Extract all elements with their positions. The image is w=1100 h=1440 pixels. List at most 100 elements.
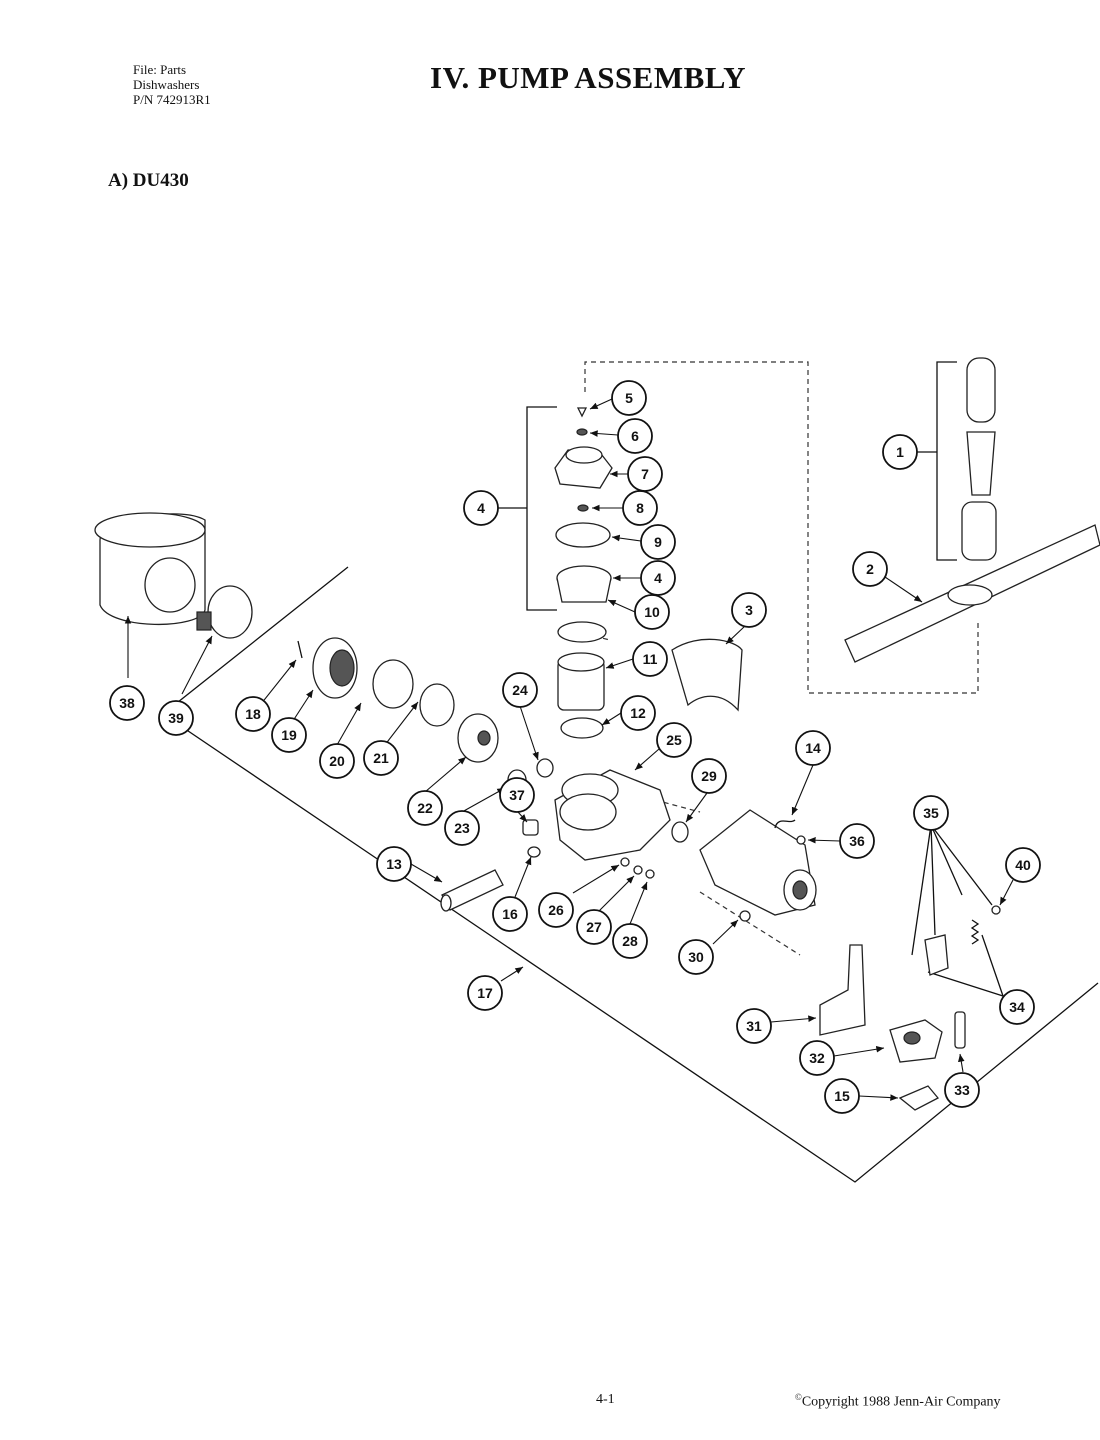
dashed-group-boundary — [584, 361, 979, 694]
callout-19: 19 — [271, 717, 307, 753]
spray-arm-2-part — [844, 524, 1100, 663]
category-line: Dishwashers — [133, 77, 200, 92]
svg-text:31: 31 — [746, 1018, 762, 1034]
svg-text:40: 40 — [1015, 857, 1031, 873]
screw-5-part — [576, 407, 588, 418]
svg-text:18: 18 — [245, 706, 261, 722]
callout-31: 31 — [736, 1008, 772, 1044]
svg-text:39: 39 — [168, 710, 184, 726]
lever-35-part — [924, 934, 949, 976]
callout-16: 16 — [492, 896, 528, 932]
svg-text:5: 5 — [625, 390, 633, 406]
clamp-12-part — [560, 717, 604, 739]
callout-38: 38 — [109, 685, 145, 721]
part-number-line: P/N 742913R1 — [133, 92, 211, 107]
callout-26: 26 — [538, 892, 574, 928]
shield-3-part — [671, 638, 743, 712]
svg-text:9: 9 — [654, 534, 662, 550]
tower-11-part — [557, 652, 605, 711]
callout-8: 8 — [622, 490, 658, 526]
callout-39: 39 — [158, 700, 194, 736]
screw-30-part — [739, 910, 751, 922]
copyright-mark: © — [795, 1392, 802, 1402]
leader-lines — [124, 398, 1014, 1101]
callout-24: 24 — [502, 672, 538, 708]
callout-5: 5 — [611, 380, 647, 416]
svg-text:7: 7 — [641, 466, 649, 482]
tube-1-part — [961, 357, 997, 561]
plunger-33-part — [954, 1011, 966, 1049]
file-line: File: Parts — [133, 62, 187, 77]
callout-10: 10 — [634, 594, 670, 630]
callout-20: 20 — [319, 743, 355, 779]
pump-housing-25-part — [554, 769, 671, 861]
callout-28: 28 — [612, 923, 648, 959]
svg-text:37: 37 — [509, 787, 525, 803]
wire-14-part — [774, 819, 796, 829]
plug-37-part — [522, 819, 539, 836]
gasket-9-part — [555, 522, 611, 548]
svg-text:15: 15 — [834, 1088, 850, 1104]
svg-text:16: 16 — [502, 906, 518, 922]
ring-20-part — [372, 659, 414, 709]
svg-text:32: 32 — [809, 1050, 825, 1066]
washer-27-part — [633, 865, 643, 875]
svg-text:20: 20 — [329, 753, 345, 769]
section-label: A) DU430 — [108, 170, 189, 191]
callout-9: 9 — [640, 524, 676, 560]
bracket-31-part — [819, 944, 866, 1036]
svg-text:14: 14 — [805, 740, 821, 756]
svg-text:25: 25 — [666, 732, 682, 748]
svg-text:29: 29 — [701, 768, 717, 784]
nut-29-part — [671, 821, 689, 843]
svg-text:11: 11 — [643, 651, 658, 667]
callout-17: 17 — [467, 975, 503, 1011]
ring-21-part — [419, 683, 455, 727]
gasket-10-part — [557, 621, 607, 643]
svg-text:27: 27 — [586, 919, 602, 935]
svg-text:12: 12 — [630, 705, 646, 721]
screw-36-part — [796, 835, 806, 845]
manifold-4-part — [556, 565, 612, 603]
copyright-notice: ©Copyright 1988 Jenn-Air Company — [795, 1392, 1001, 1411]
svg-text:19: 19 — [281, 727, 297, 743]
callout-3: 3 — [731, 592, 767, 628]
washer-26-part — [620, 857, 630, 867]
svg-text:35: 35 — [923, 805, 939, 821]
svg-text:34: 34 — [1009, 999, 1025, 1015]
callout-23: 23 — [444, 810, 480, 846]
clip-16-part — [527, 846, 541, 858]
svg-text:36: 36 — [849, 833, 865, 849]
callout-40: 40 — [1005, 847, 1041, 883]
callout-35: 35 — [913, 795, 949, 831]
screw-part — [297, 640, 303, 659]
callout-6: 6 — [617, 418, 653, 454]
spring-34-part — [970, 919, 980, 945]
callout-25: 25 — [656, 722, 692, 758]
callout-13: 13 — [376, 846, 412, 882]
svg-text:33: 33 — [954, 1082, 970, 1098]
motor-part — [699, 809, 817, 916]
svg-text:21: 21 — [373, 750, 389, 766]
callout-18: 18 — [235, 696, 271, 732]
hub-7-part — [554, 446, 613, 489]
callout-32: 32 — [799, 1040, 835, 1076]
page-title: IV. PUMP ASSEMBLY — [430, 60, 747, 95]
sump-housing-part — [94, 512, 206, 626]
callout-37: 37 — [499, 777, 535, 813]
callout-27: 27 — [576, 909, 612, 945]
callout-29: 29 — [691, 758, 727, 794]
impeller-22-part — [457, 713, 499, 763]
callout-7: 7 — [627, 456, 663, 492]
callout-1: 1 — [882, 434, 918, 470]
solenoid-32-part — [889, 1019, 943, 1063]
svg-text:4: 4 — [654, 570, 662, 586]
svg-text:28: 28 — [622, 933, 638, 949]
callout-30: 30 — [678, 939, 714, 975]
svg-text:13: 13 — [386, 856, 402, 872]
svg-text:23: 23 — [454, 820, 470, 836]
washer-8-part — [577, 504, 589, 512]
clip-40-part — [991, 905, 1001, 915]
hose-clamp-part — [196, 585, 253, 639]
